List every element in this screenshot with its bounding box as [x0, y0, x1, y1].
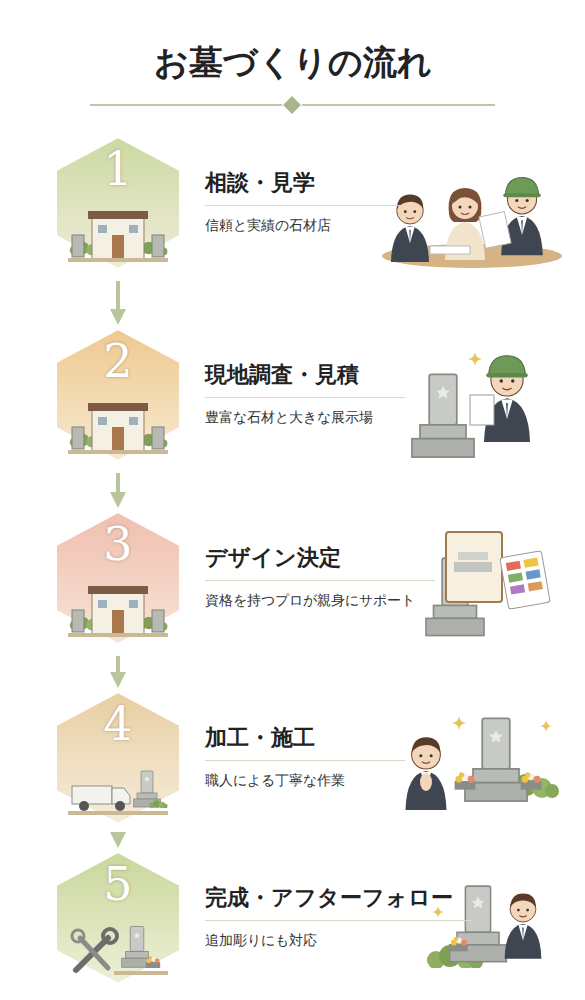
step-text: 相談・見学信頼と実績の石材店 [205, 169, 405, 235]
consultation-illustration [382, 178, 562, 268]
flow-arrow [116, 836, 120, 840]
step-icon [68, 771, 168, 815]
step-heading: 加工・施工 [205, 724, 405, 752]
diagram-title: お墓づくりの流れ [0, 40, 585, 84]
step-description: 追加彫りにも対応 [205, 930, 473, 950]
heading-rule [205, 397, 405, 398]
step-icon [68, 211, 168, 262]
step-node: 1 相談・見学信頼と実績の石材店 [50, 133, 565, 273]
step-number: 3 [50, 508, 186, 570]
construction-illustration [406, 716, 560, 810]
heading-rule [205, 920, 473, 921]
step-icon [68, 586, 168, 637]
step-number: 1 [50, 133, 186, 195]
survey-illustration [412, 352, 530, 457]
step-description: 豊富な石材と大きな展示場 [205, 407, 405, 427]
heading-rule [205, 580, 435, 581]
step-number: 5 [50, 848, 186, 910]
step-text: 完成・アフターフォロー追加彫りにも対応 [205, 884, 473, 950]
title-ornament [90, 96, 495, 114]
step-text: 加工・施工職人による丁寧な作業 [205, 724, 405, 790]
flow-arrow [116, 281, 120, 317]
step-hexagon: 4 [50, 688, 186, 828]
step-text: 現地調査・見積豊富な石材と大きな展示場 [205, 361, 405, 427]
step-hexagon: 5 [50, 848, 186, 988]
step-number: 4 [50, 688, 186, 750]
step-node: 5 完成・アフターフォロー追加彫りにも対応 [50, 848, 565, 988]
step-icon [72, 926, 168, 975]
step-heading: デザイン決定 [205, 544, 435, 572]
step-heading: 相談・見学 [205, 169, 405, 197]
step-heading: 現地調査・見積 [205, 361, 405, 389]
step-node: 2 現地調査・見積豊富な石材と大きな展示場 [50, 325, 565, 465]
heading-rule [205, 205, 405, 206]
step-node: 4 加工・施工職人による丁寧な作業 [50, 688, 565, 828]
step-description: 職人による丁寧な作業 [205, 770, 405, 790]
step-hexagon: 3 [50, 508, 186, 648]
step-node: 3 デザイン決定資格を持つプロが親身にサポート [50, 508, 565, 648]
design-illustration [426, 532, 550, 636]
step-description: 資格を持つプロが親身にサポート [205, 590, 435, 610]
heading-rule [205, 760, 405, 761]
step-hexagon: 2 [50, 325, 186, 465]
flow-arrow [116, 656, 120, 680]
step-hexagon: 1 [50, 133, 186, 273]
step-heading: 完成・アフターフォロー [205, 884, 473, 912]
step-description: 信頼と実績の石材店 [205, 215, 405, 235]
step-number: 2 [50, 325, 186, 387]
flow-arrow [116, 473, 120, 500]
step-text: デザイン決定資格を持つプロが親身にサポート [205, 544, 435, 610]
step-icon [68, 403, 168, 454]
